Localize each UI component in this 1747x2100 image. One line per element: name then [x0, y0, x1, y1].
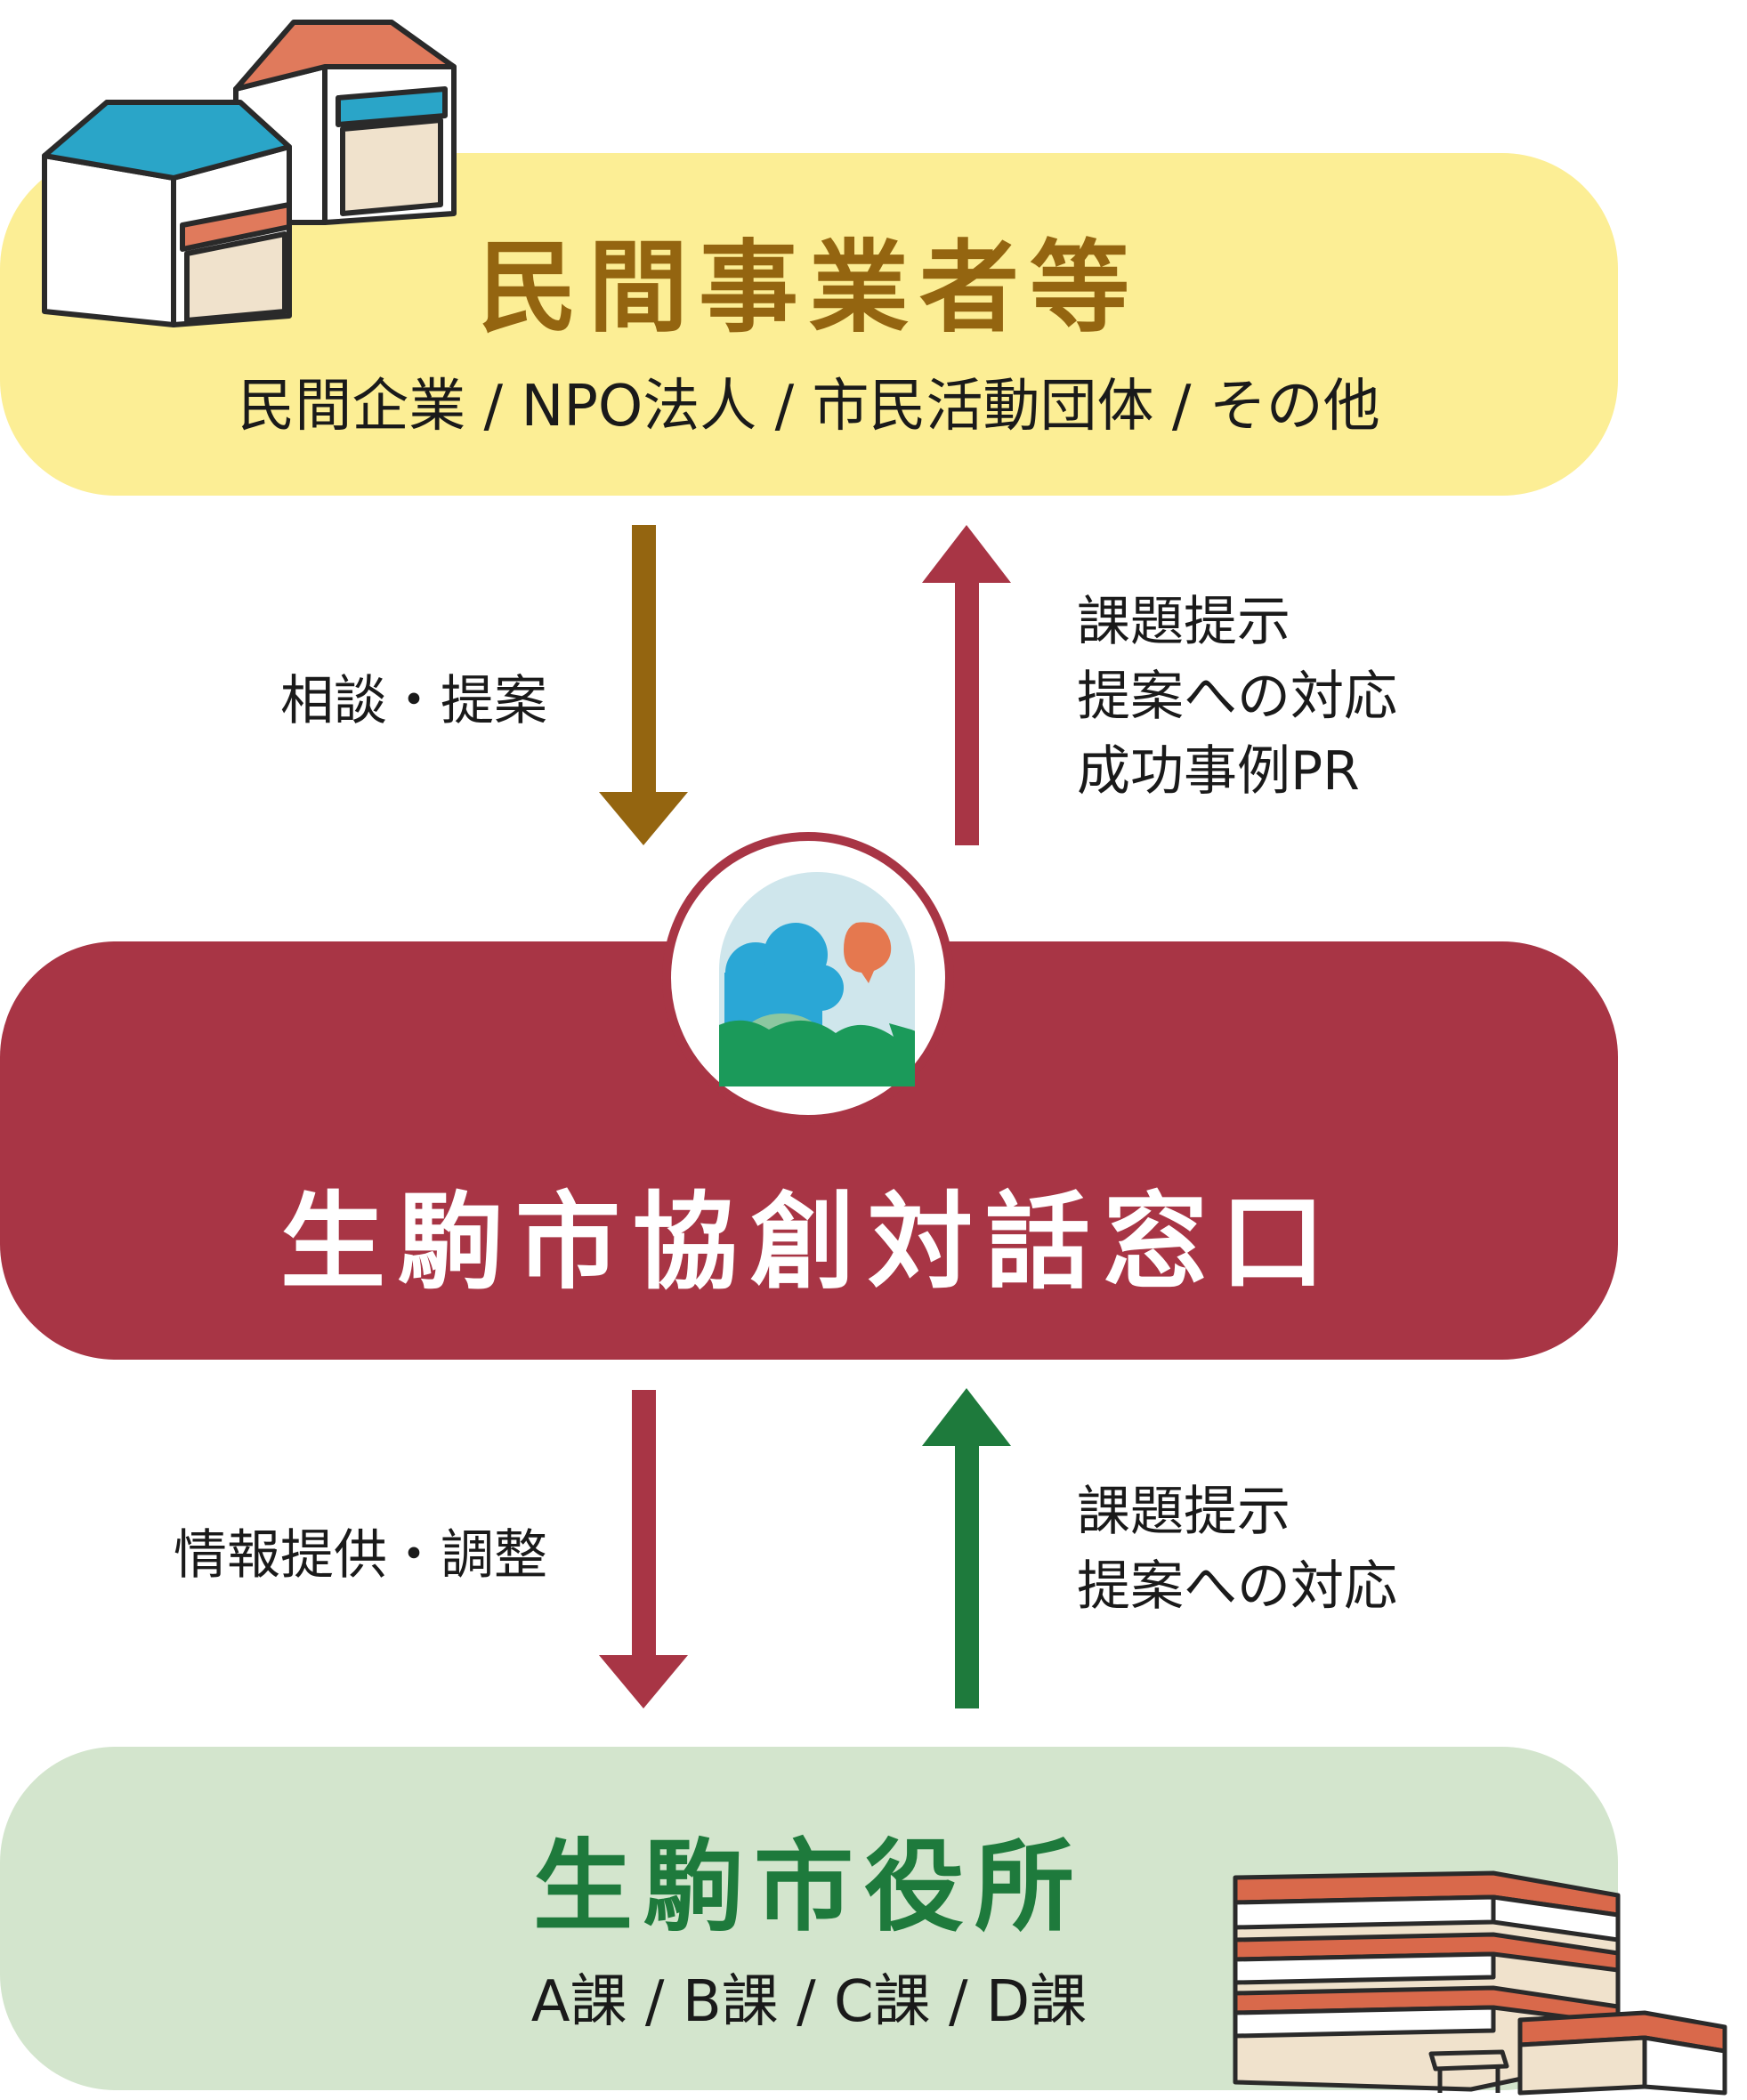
city-hall-title: 生駒市役所 [533, 1829, 1085, 1945]
feedback-top-line: 課題提示 [1077, 591, 1290, 653]
city-hall-building-icon [1233, 1870, 1727, 2096]
shop-buildings-icon [42, 20, 457, 327]
private-sector-title: 民間事業者等 [478, 230, 1140, 346]
consult-proposal-label: 相談・提案 [280, 670, 547, 732]
feedback-top-labels: 課題提示 提案への対応 成功事例PR [1077, 585, 1397, 809]
landscape-speech-emblem-icon [662, 832, 954, 1124]
arrow-up-feedback-bottom [922, 1388, 1011, 1708]
city-hall-subtitle: A課 / B課 / C課 / D課 [530, 1969, 1088, 2035]
arrow-down-consult [599, 525, 688, 845]
feedback-top-line: 提案への対応 [1077, 666, 1397, 728]
arrow-down-info [599, 1390, 688, 1708]
feedback-bottom-labels: 課題提示 提案への対応 [1077, 1474, 1397, 1624]
arrow-up-feedback-top [922, 525, 1011, 845]
dialogue-desk-title: 生駒市協創対話窓口 [279, 1181, 1338, 1304]
info-coordination-label: 情報提供・調整 [174, 1524, 547, 1587]
private-sector-subtitle: 民間企業 / NPO法人 / 市民活動団体 / その他 [238, 374, 1380, 440]
feedback-bottom-line: 提案への対応 [1077, 1555, 1397, 1618]
feedback-bottom-line: 課題提示 [1077, 1481, 1290, 1543]
feedback-top-line: 成功事例PR [1077, 740, 1360, 803]
